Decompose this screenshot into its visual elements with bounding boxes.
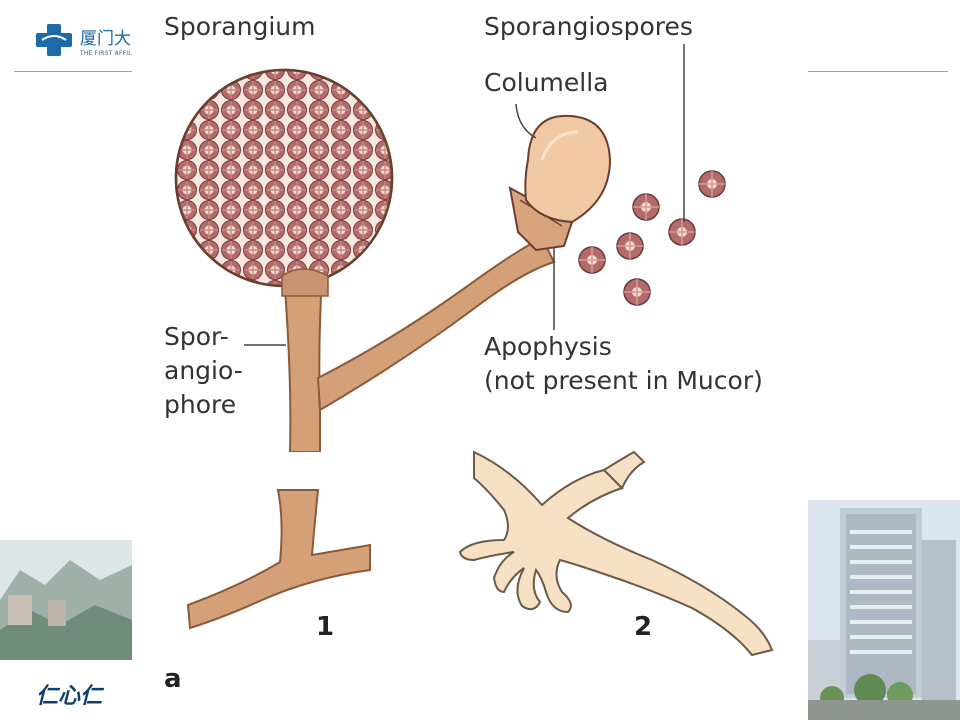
spore: [578, 246, 606, 274]
rhizoid-branching: [458, 450, 774, 657]
label-sporangiospores: Sporangiospores: [484, 12, 693, 41]
spore: [698, 170, 726, 198]
label-panel-a: a: [164, 664, 182, 694]
leader-lines: [244, 44, 685, 346]
leader-columella: [515, 103, 537, 139]
label-sporangiophore-1: Spor-: [164, 322, 229, 351]
figure-gap: [132, 452, 808, 490]
columella: [524, 114, 612, 224]
header-divider-right: [808, 71, 948, 72]
label-columella: Columella: [484, 68, 609, 97]
label-sporangiophore-3: phore: [164, 390, 237, 419]
label-sporangiophore-2: angio-: [164, 356, 243, 385]
logo-text: 厦门大: [80, 29, 131, 49]
mucor-rhizopus-diagram: [132, 44, 808, 657]
label-apophysis: Apophysis: [484, 332, 612, 361]
spore: [616, 232, 644, 260]
hospital-building-photo: [808, 500, 960, 720]
sporangium: [174, 68, 394, 297]
label-sporangium: Sporangium: [164, 12, 316, 41]
left-landscape-photo: [0, 540, 132, 720]
spore: [668, 218, 696, 246]
figure-panel: Sporangium Sporangiospores Columella Spo…: [132, 0, 808, 720]
label-panel-2: 2: [634, 612, 653, 642]
logo-subtext: THE FIRST AFFILIA: [80, 50, 139, 57]
label-apophysis-note: (not present in Mucor): [484, 366, 763, 395]
label-panel-1: 1: [316, 612, 335, 642]
header-divider-left: [14, 71, 132, 72]
stolon-lower: [186, 489, 371, 630]
medical-cross-icon: [36, 24, 72, 56]
spore: [632, 193, 660, 221]
free-spores: [578, 170, 726, 306]
sporangiophore-main-stalk: [282, 274, 324, 453]
spore: [623, 278, 651, 306]
hospital-logo: 厦门大 THE FIRST AFFILIA: [34, 18, 144, 62]
footer-motto: 仁心仁: [36, 683, 103, 709]
